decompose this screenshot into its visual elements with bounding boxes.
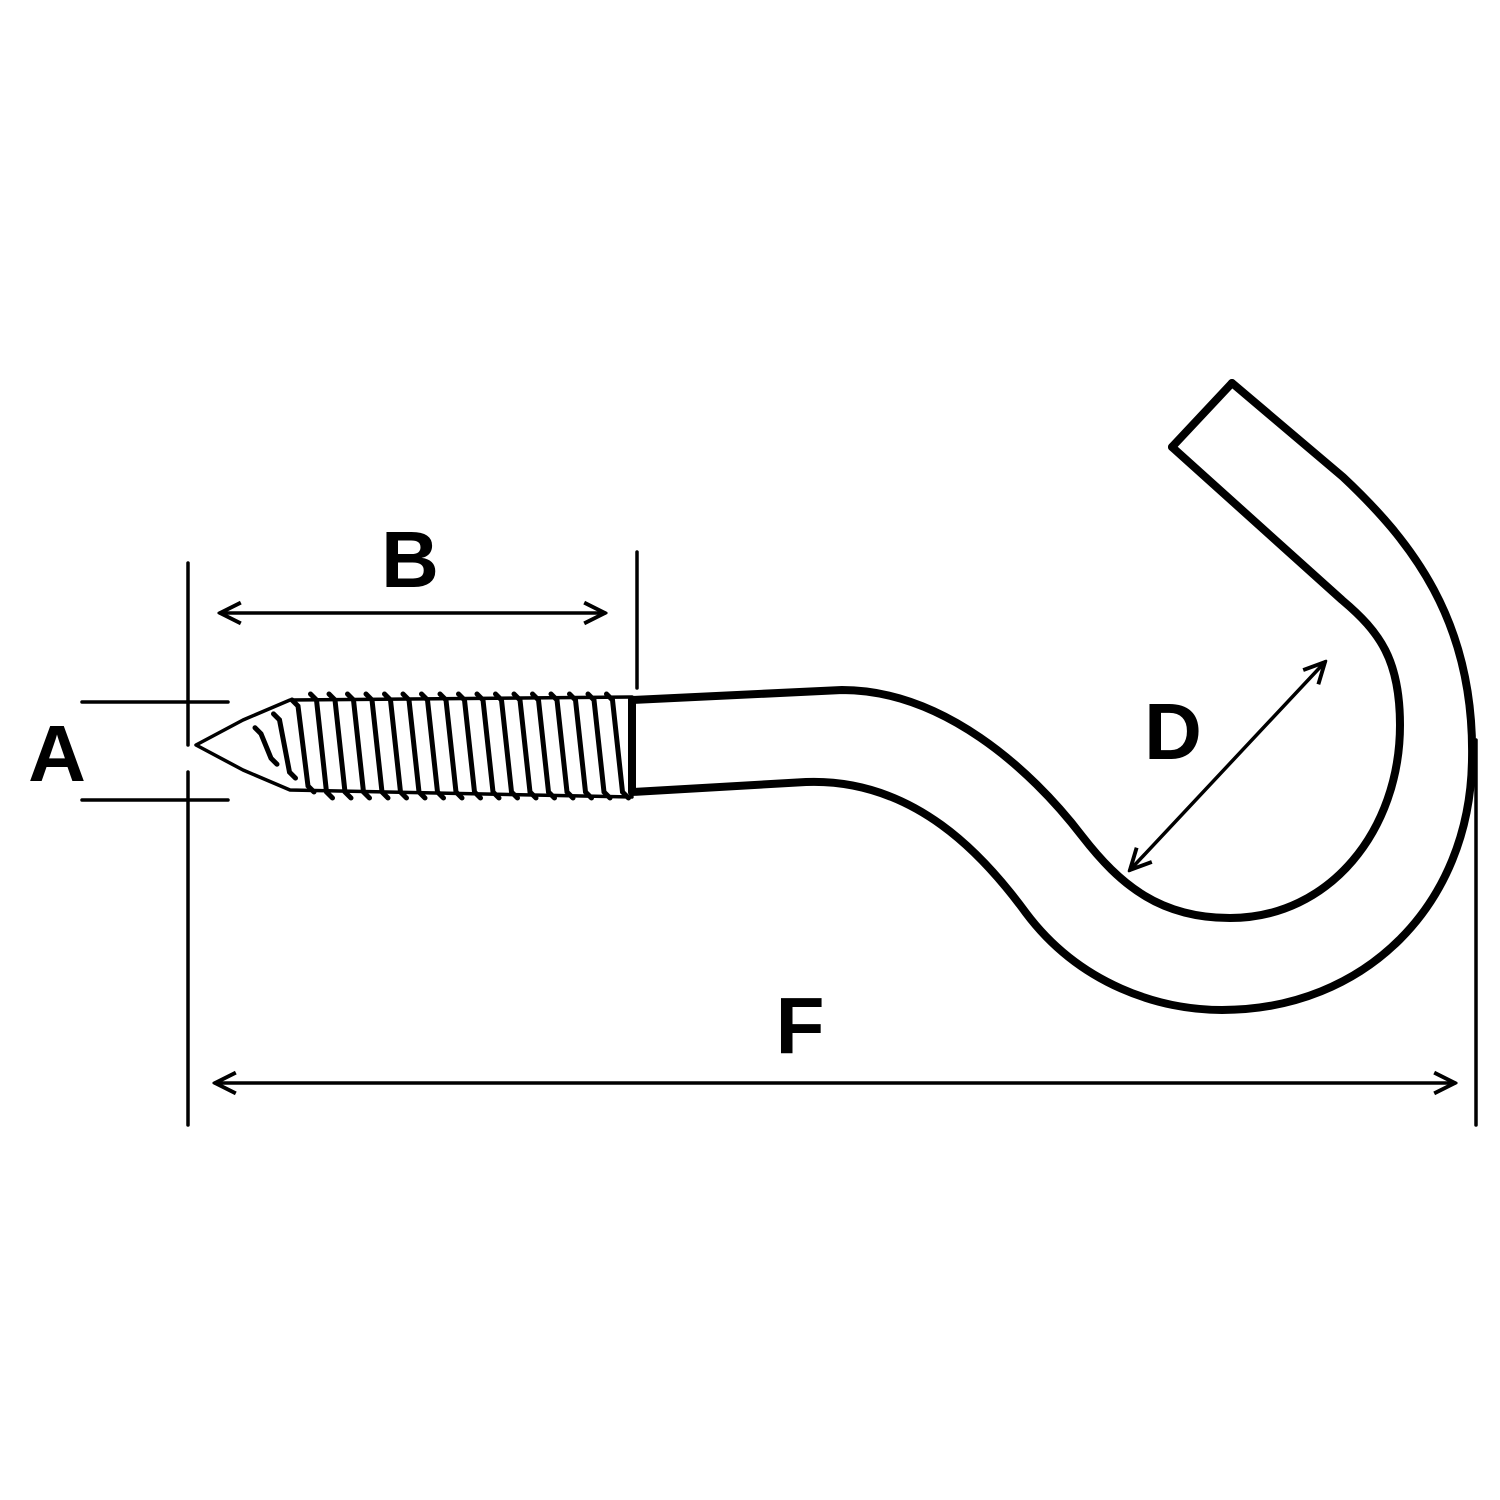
thread-ridge bbox=[382, 691, 409, 801]
hook-outer-edge bbox=[628, 379, 1477, 1014]
thread-ridge bbox=[419, 691, 446, 801]
hook-body bbox=[628, 379, 1477, 1014]
label-d: D bbox=[1144, 687, 1202, 776]
thread-ridge bbox=[345, 691, 372, 801]
thread-ridge bbox=[530, 691, 557, 801]
thread-ridge bbox=[493, 691, 520, 801]
thread-ridge bbox=[511, 691, 539, 801]
label-a: A bbox=[28, 709, 86, 798]
thread-ridge bbox=[271, 711, 298, 781]
dimension-labels: A B D F bbox=[28, 515, 1202, 1070]
thread-ridge bbox=[604, 691, 631, 801]
thread-ridge bbox=[363, 691, 391, 801]
dimension-arrows bbox=[215, 613, 1455, 1083]
thread-ridge bbox=[289, 697, 317, 795]
thread-ridge bbox=[437, 691, 465, 801]
label-f: F bbox=[776, 981, 825, 1070]
label-b: B bbox=[381, 515, 439, 604]
hook-inner-edge bbox=[628, 443, 1404, 922]
threaded-screw-section bbox=[194, 691, 634, 801]
thread-ridges bbox=[252, 691, 631, 801]
thread-ridge bbox=[474, 691, 502, 801]
thread-ridge bbox=[308, 691, 335, 801]
thread-ridge bbox=[400, 691, 428, 801]
hook-tip-end bbox=[1168, 379, 1236, 451]
thread-ridge bbox=[326, 691, 354, 801]
extension-lines bbox=[80, 550, 1478, 1127]
thread-ridge bbox=[567, 691, 594, 801]
thread-ridge bbox=[548, 691, 576, 801]
thread-ridge bbox=[252, 725, 280, 767]
thread-ridge bbox=[456, 691, 483, 801]
d-dimension-arrow bbox=[1130, 662, 1325, 870]
thread-ridge bbox=[585, 691, 613, 801]
